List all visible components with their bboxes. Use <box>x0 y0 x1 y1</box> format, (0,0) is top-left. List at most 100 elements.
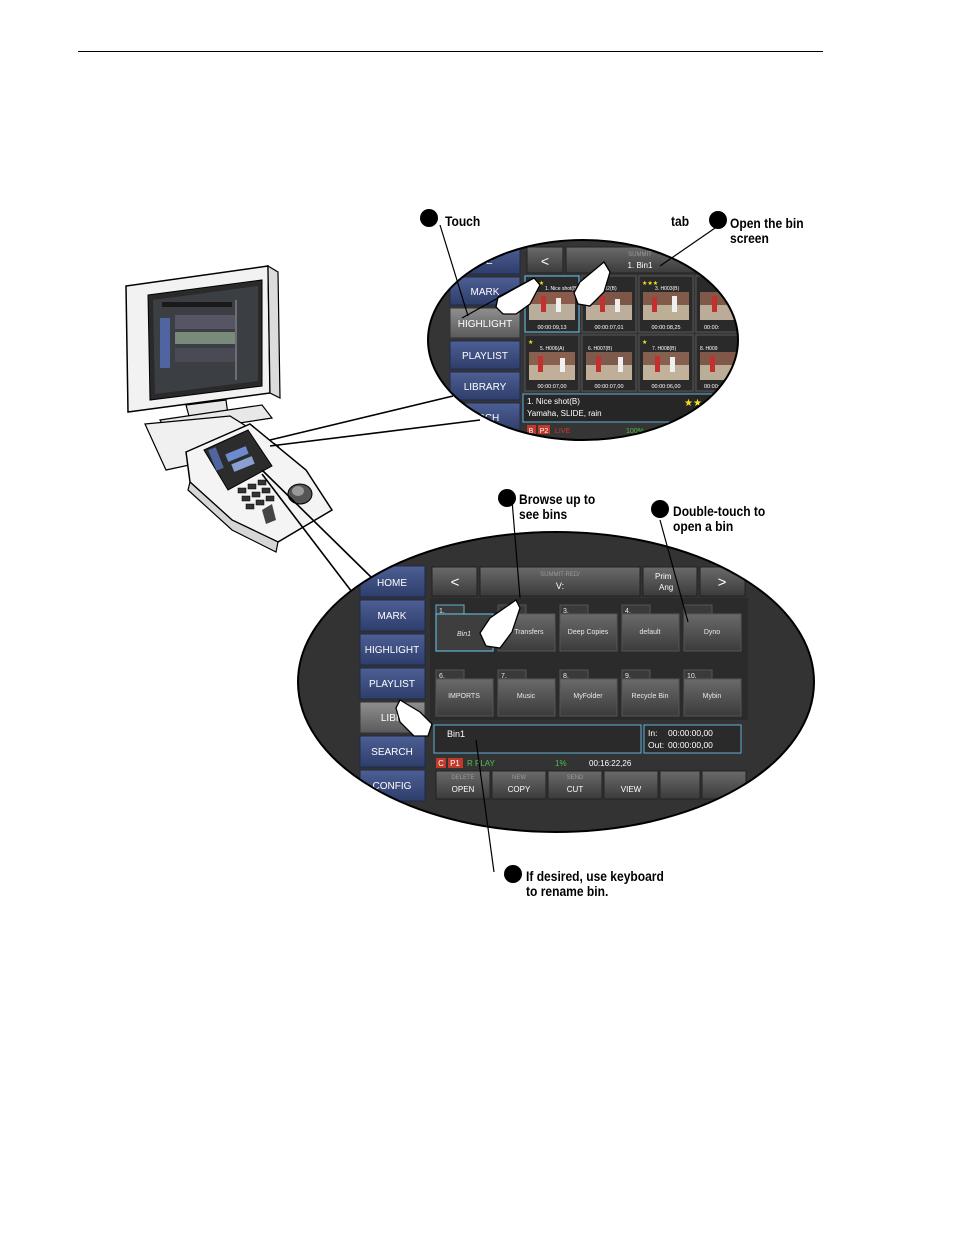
bottom-tab-highlight[interactable] <box>359 633 426 666</box>
bin-name-8: MyFolder <box>573 693 603 700</box>
top-tab-home[interactable] <box>449 245 521 275</box>
pointing-hand-icon <box>573 261 611 307</box>
callout-rename-line1: If desired, use keyboard <box>526 868 664 884</box>
top-status-live: LIVE <box>555 428 571 435</box>
copy-button[interactable] <box>491 770 547 800</box>
bin-folder-5[interactable] <box>683 613 742 652</box>
bottom-status-c: C <box>438 759 444 768</box>
open-button-sub: DELETE <box>451 775 474 781</box>
step-marker-3 <box>498 489 516 507</box>
star-icon: ★ <box>528 339 533 346</box>
pointing-hand-icon <box>479 599 521 649</box>
forward-arrow-icon: > <box>718 574 727 591</box>
out-label: Out: <box>648 740 664 750</box>
step-marker-1 <box>420 209 438 227</box>
view-button[interactable] <box>603 770 659 800</box>
clip-time-5: 00:00:07,00 <box>537 384 566 390</box>
bottom-tab-playlist[interactable] <box>359 667 426 700</box>
top-status-b: B <box>529 428 534 435</box>
bin-folder-3[interactable] <box>559 613 618 652</box>
bottom-drive-button[interactable] <box>479 566 641 597</box>
callout-double-touch-line2: open a bin <box>673 518 734 534</box>
callout-double-touch-line1: Double-touch to <box>673 503 766 519</box>
clip-label-3: 3. H003(B) <box>655 286 680 292</box>
callout-tab: tab <box>671 213 690 229</box>
bin-folder-6[interactable] <box>435 678 494 717</box>
callout-open-bin-line1: Open the bin <box>730 215 804 231</box>
in-timecode: 00:00:00,00 <box>668 728 713 738</box>
bottom-tab-search[interactable] <box>359 735 426 768</box>
clip-label-7: 7. H008(B) <box>652 346 677 352</box>
callout-rename: If desired, use keyboard to rename bin. <box>526 869 664 899</box>
out-timecode: 00:00:00,00 <box>668 740 713 750</box>
callout-double-touch: Double-touch to open a bin <box>673 504 765 534</box>
bottom-tab-search-label: SEARCH <box>371 747 413 758</box>
in-label: In: <box>648 728 657 738</box>
bottom-tab-home-label: HOME <box>377 578 407 589</box>
bottom-tab-mark[interactable] <box>359 599 426 632</box>
bin-name-2: e Transfers <box>508 629 544 636</box>
bin-num-10: 10. <box>687 673 697 680</box>
top-info-title: 1. Nice shot(B) <box>527 397 580 406</box>
callout-browse: Browse up to see bins <box>519 492 595 522</box>
bottom-header-drive: V: <box>556 581 564 591</box>
cut-button[interactable] <box>547 770 603 800</box>
leader-rename <box>475 739 495 873</box>
top-tab-library[interactable] <box>449 371 521 401</box>
top-back-button[interactable] <box>526 246 564 274</box>
top-status-pct: 100% <box>626 428 644 435</box>
top-tab-playlist-label: PLAYLIST <box>462 351 508 362</box>
leader-double-touch <box>659 519 689 623</box>
bin-num-1: 1. <box>439 608 445 615</box>
bin-folder-1[interactable] <box>435 613 494 652</box>
bin-name-5: Dyno <box>704 629 720 636</box>
bin-folder-10[interactable] <box>683 678 742 717</box>
cut-button-sub: SEND <box>567 775 584 781</box>
bottom-status-play: R PLAY <box>467 759 496 768</box>
clip-time-4: 00:00: <box>704 325 720 331</box>
bottom-primary-angle-button[interactable] <box>642 566 698 597</box>
bottom-tab-library-label: LIBR <box>381 713 403 724</box>
bin-folder-9[interactable] <box>621 678 680 717</box>
bin-name-6: IMPORTS <box>448 693 480 700</box>
star-icon: ★ <box>642 339 647 346</box>
star-icon: ★★ <box>684 398 702 409</box>
bin-folder-7[interactable] <box>497 678 556 717</box>
clip-label-5: 5. H006(A) <box>540 346 565 352</box>
clip-time-7: 00:00:06,00 <box>651 384 680 390</box>
bin-name-9: Recycle Bin <box>632 693 669 700</box>
open-button-label: OPEN <box>452 785 475 794</box>
top-tab-playlist[interactable] <box>449 340 521 370</box>
clip-time-3: 00:00:08,25 <box>651 325 680 331</box>
copy-button-label: COPY <box>508 785 531 794</box>
step-marker-4 <box>651 500 669 518</box>
star-icon: ★★★ <box>642 280 658 287</box>
bin-num-3: 3. <box>563 608 569 615</box>
clip-label-1: 1. Nice shot(B) <box>545 286 578 292</box>
zoom-leaders <box>261 395 481 597</box>
bottom-header-right-1: Prim <box>655 572 672 581</box>
bin-name-input[interactable] <box>433 724 642 754</box>
in-out-panel <box>643 724 742 754</box>
top-info-keywords: Yamaha, SLIDE, rain <box>527 409 602 418</box>
bottom-header-right-2: Ang <box>659 583 673 592</box>
clip-label-8: 8. H009 <box>700 346 718 352</box>
bin-folder-4[interactable] <box>621 613 680 652</box>
leader-open-bin <box>659 225 719 267</box>
callout-rename-line2: to rename bin. <box>526 883 609 899</box>
bin-name-10: Mybin <box>703 693 722 700</box>
bottom-forward-button[interactable] <box>699 566 746 597</box>
header-rule <box>78 51 823 52</box>
pointing-hand-icon <box>461 277 541 319</box>
soft-key-5[interactable] <box>659 770 701 800</box>
bin-name-3: Deep Copies <box>568 629 609 636</box>
bottom-status-p1: P1 <box>450 759 460 768</box>
callout-browse-line2: see bins <box>519 506 568 522</box>
top-tab-mark-label: MARK <box>471 287 500 298</box>
bottom-tab-highlight-label: HIGHLIGHT <box>365 645 419 656</box>
bin-folder-8[interactable] <box>559 678 618 717</box>
bottom-back-button[interactable] <box>431 566 478 597</box>
top-zoom: ME MARK HIGHLIGHT PLAYLIST LIBRARY ARCH … <box>427 224 739 441</box>
bin-num-4: 4. <box>625 608 631 615</box>
